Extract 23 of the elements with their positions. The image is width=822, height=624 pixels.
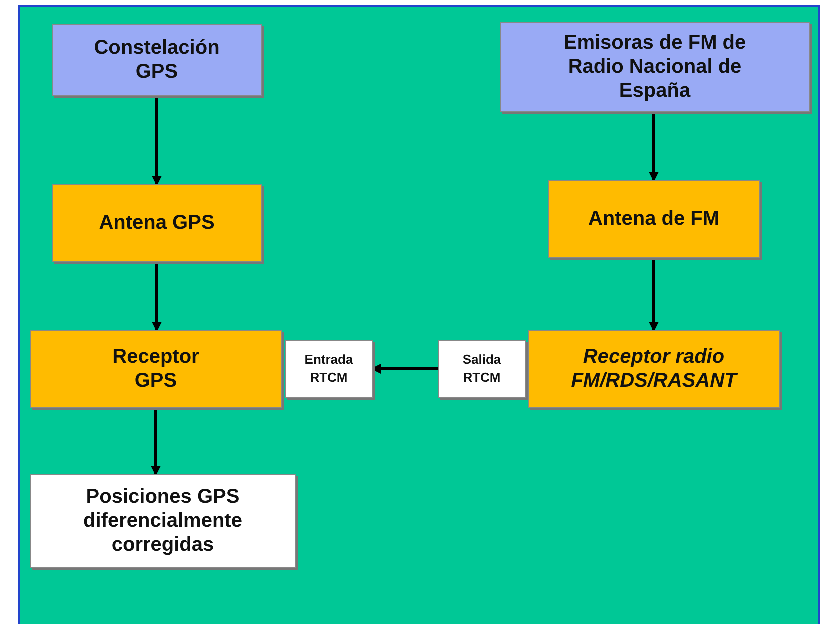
source-box	[52, 24, 262, 96]
node-label: Antena de FM	[588, 207, 720, 231]
node-label: Receptor radio FM/RDS/RASANT	[570, 345, 739, 393]
node-label: Posiciones GPS diferencialmente corregidas	[82, 485, 244, 557]
node-label: Emisoras de FM de Radio Nacional de España	[562, 31, 748, 103]
output-box	[30, 474, 296, 568]
process-box	[52, 184, 262, 262]
arrow	[649, 112, 659, 182]
node-label: Entrada RTCM	[304, 351, 354, 387]
node-label: Constelación GPS	[93, 36, 221, 84]
arrow	[649, 258, 659, 332]
node-label: Receptor GPS	[112, 345, 200, 393]
source-box	[500, 22, 810, 112]
port-box	[438, 340, 526, 398]
port-box	[285, 340, 373, 398]
arrow	[151, 408, 161, 476]
process-box	[528, 330, 780, 408]
process-box	[30, 330, 282, 408]
node-label: Salida RTCM	[462, 351, 502, 387]
arrow	[152, 96, 162, 186]
arrow	[152, 262, 162, 332]
node-label: Antena GPS	[99, 211, 215, 235]
process-box	[548, 180, 760, 258]
